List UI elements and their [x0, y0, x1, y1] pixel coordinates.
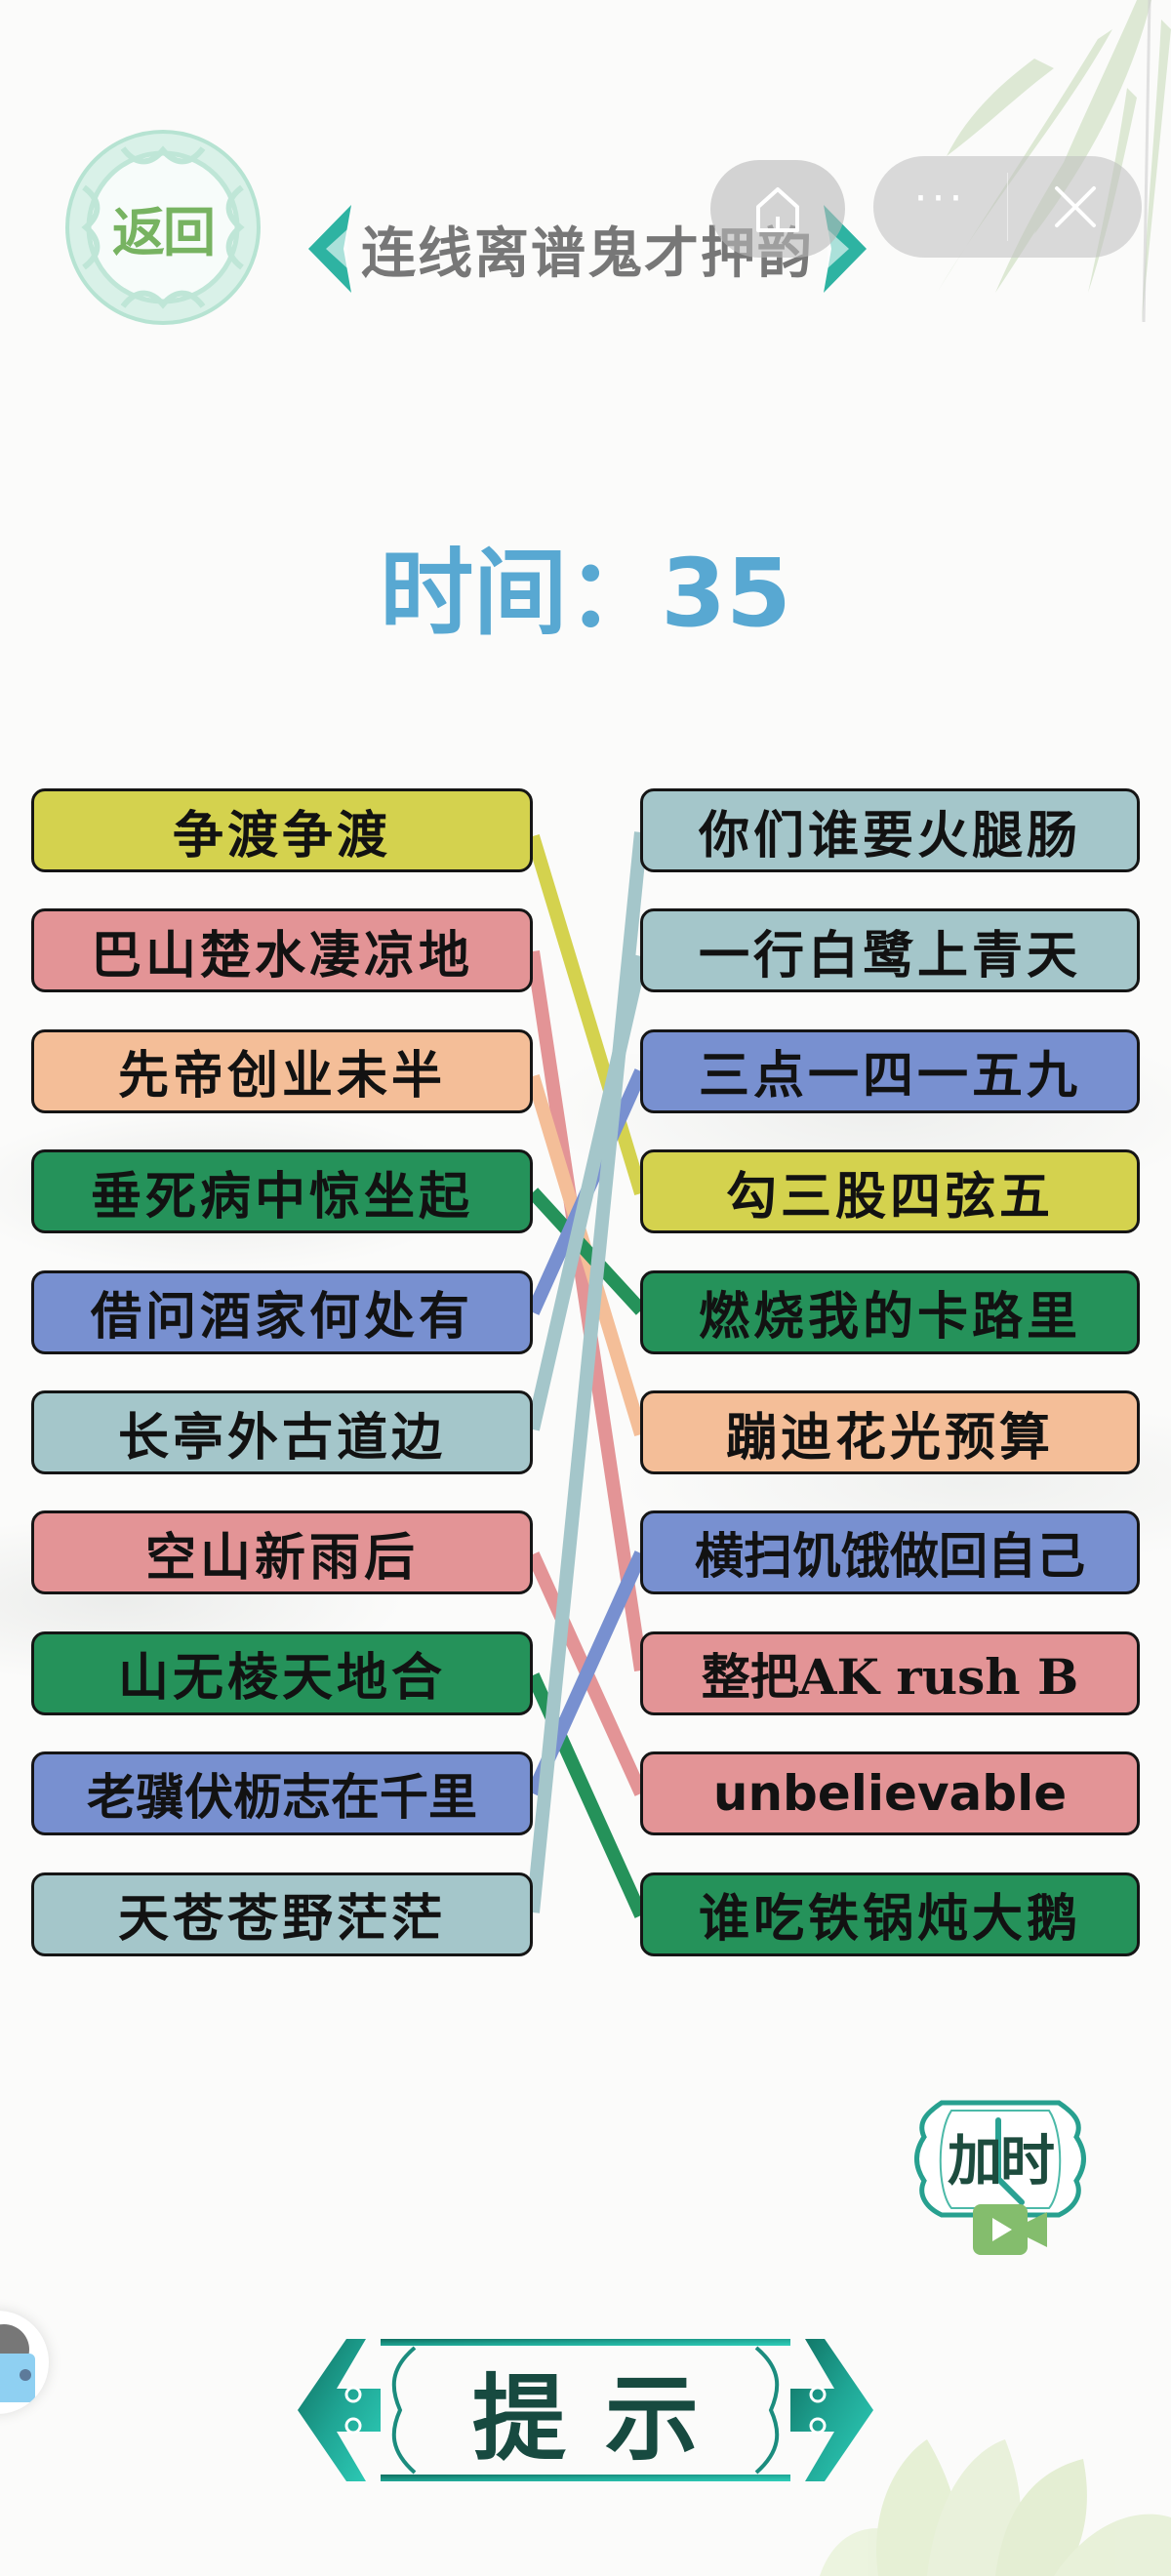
back-label: 返回	[112, 200, 216, 263]
scroll-frame-icon	[914, 2100, 1086, 2218]
connection-line	[526, 949, 648, 1672]
close-button[interactable]	[1008, 156, 1142, 258]
right-phrase-card[interactable]: 燃烧我的卡路里	[640, 1269, 1140, 1354]
left-phrase-card[interactable]: 垂死病中惊坐起	[31, 1149, 533, 1234]
left-phrase-card[interactable]: 先帝创业未半	[31, 1028, 533, 1113]
left-phrase-card[interactable]: 空山新雨后	[31, 1510, 533, 1595]
timer-label: 时间：	[380, 538, 662, 648]
left-phrase-card[interactable]: 山无棱天地合	[31, 1630, 533, 1715]
ornamental-ring-icon	[65, 130, 261, 325]
timer-value: 35	[661, 539, 791, 648]
add-time-label: 加时	[948, 2128, 1055, 2194]
left-phrase-card[interactable]: 巴山楚水凄凉地	[31, 908, 533, 993]
connection-line	[526, 831, 648, 1913]
connection-line	[527, 1187, 647, 1315]
right-phrase-card[interactable]: 你们谁要火腿肠	[640, 788, 1140, 872]
avatar-icon	[0, 2324, 35, 2402]
right-phrase-card[interactable]: 整把AK rush B	[640, 1630, 1140, 1715]
connection-line	[526, 1550, 648, 1796]
right-phrase-card[interactable]: 勾三股四弦五	[640, 1149, 1140, 1234]
connection-line	[526, 833, 648, 1196]
add-time-button[interactable]: 加时	[912, 2093, 1088, 2259]
mini-program-capsule: ···	[873, 156, 1142, 258]
right-phrase-card[interactable]: 蹦迪花光预算	[640, 1390, 1140, 1474]
back-button[interactable]: 返回	[64, 129, 262, 326]
connection-line	[526, 1672, 648, 1918]
left-phrase-card[interactable]: 长亭外古道边	[31, 1390, 533, 1474]
left-phrase-card[interactable]: 借问酒家何处有	[31, 1269, 533, 1354]
countdown-timer: 时间：35	[0, 517, 1171, 653]
left-phrase-card[interactable]: 争渡争渡	[31, 788, 533, 872]
more-dots-icon: ···	[913, 174, 967, 223]
right-phrase-card[interactable]: unbelievable	[640, 1751, 1140, 1836]
close-icon	[1054, 186, 1096, 227]
connection-line	[526, 1551, 648, 1796]
chevron-left-icon	[308, 205, 351, 293]
hint-button[interactable]: 提示	[293, 2334, 878, 2486]
right-phrase-card[interactable]: 一行白鹭上青天	[640, 908, 1140, 993]
more-button[interactable]: ···	[873, 156, 1007, 258]
connection-line	[526, 954, 648, 1431]
connection-line	[526, 1068, 648, 1315]
connection-line	[526, 1073, 648, 1437]
mini-program-home-button[interactable]	[710, 160, 845, 258]
right-phrase-card[interactable]: 谁吃铁锅炖大鹅	[640, 1872, 1140, 1956]
home-icon	[756, 187, 799, 232]
right-phrase-card[interactable]: 三点一四一五九	[640, 1028, 1140, 1113]
video-camera-icon	[973, 2204, 1047, 2255]
right-phrase-card[interactable]: 横扫饥饿做回自己	[640, 1510, 1140, 1595]
floating-assistant-avatar[interactable]	[0, 2311, 49, 2414]
hint-label: 提示	[472, 2362, 738, 2474]
capsule-divider	[1007, 173, 1008, 241]
ornamental-frame-icon	[298, 2339, 873, 2481]
left-phrase-card[interactable]: 天苍苍野茫茫	[31, 1872, 533, 1956]
left-phrase-card[interactable]: 老骥伏枥志在千里	[31, 1751, 533, 1836]
